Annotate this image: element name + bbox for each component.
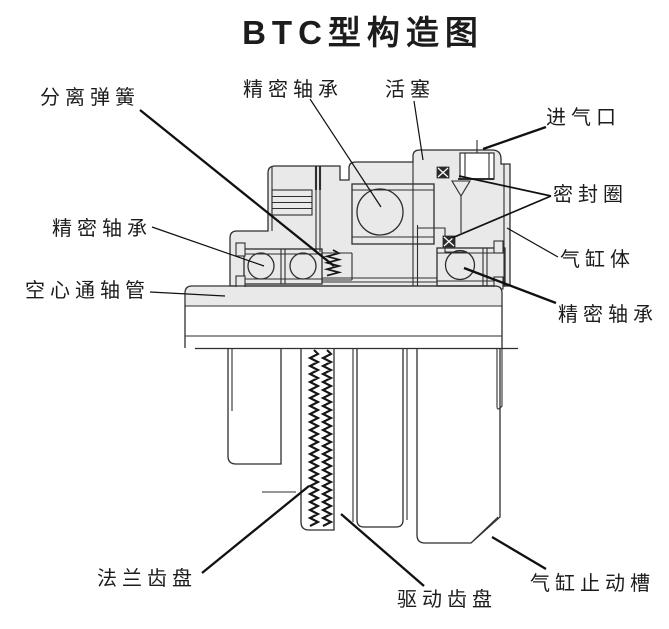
leader-precision-bearing-right <box>463 266 557 305</box>
label-air-inlet: 进气口 <box>546 106 621 129</box>
clutch-body-outline <box>229 149 511 287</box>
shaft-sleeve-lines <box>322 252 437 283</box>
bearing-retainer-tab <box>235 242 246 257</box>
upper-assembly <box>229 140 511 290</box>
rear-sleeve <box>496 349 503 410</box>
label-seal-ring: 密封圈 <box>553 183 628 206</box>
left-bearing-assembly <box>235 242 323 290</box>
slot-wall-lower <box>315 190 321 252</box>
spline-section <box>271 189 313 216</box>
bearing-retainer-tab <box>493 240 504 254</box>
hollow-shaft-flange <box>184 285 503 348</box>
lower-assembly <box>227 349 503 544</box>
leader-air-inlet <box>482 125 547 151</box>
label-precision-bearing-right: 精密轴承 <box>558 303 658 326</box>
label-separation-spring: 分离弹簧 <box>40 86 140 109</box>
left-bearing-ball-1 <box>247 252 275 280</box>
leader-hollow-shaft-tube <box>149 291 226 297</box>
middle-disc <box>356 349 404 528</box>
leader-piston <box>413 100 424 161</box>
label-piston: 活塞 <box>385 78 435 101</box>
label-drive-gear-disc: 驱动齿盘 <box>397 588 497 611</box>
leader-precision-bearing-left <box>151 226 265 267</box>
label-cylinder-stop-groove: 气缸止动槽 <box>530 572 655 595</box>
leader-precision-bearing-top <box>309 98 382 208</box>
flange-hub-disc <box>227 349 282 465</box>
air-inlet-port <box>451 140 495 233</box>
leader-cylinder-stop-groove <box>491 536 547 570</box>
leader-cylinder-body <box>506 227 559 258</box>
label-hollow-shaft-tube: 空心通轴管 <box>25 279 150 302</box>
air-channel <box>451 180 471 233</box>
leader-separation-spring <box>139 109 335 267</box>
drive-gear-teeth <box>320 349 334 527</box>
stop-groove-chamfer <box>473 516 499 541</box>
label-cylinder-body: 气缸体 <box>560 248 635 271</box>
part-labels: 分离弹簧 精密轴承 活塞 进气口 密封圈 气缸体 精密轴承 精密轴承 空心通轴管… <box>25 78 658 611</box>
right-bearing-ball <box>444 249 476 281</box>
seal-ring-lower <box>442 235 456 248</box>
leader-lines <box>139 98 559 587</box>
separation-spring <box>323 249 343 277</box>
cylinder-disc <box>416 349 501 544</box>
drive-gear-teeth <box>307 349 321 527</box>
label-precision-bearing-top: 精密轴承 <box>243 78 343 101</box>
leader-seal-ring-lower <box>451 195 552 239</box>
leader-drive-gear-disc <box>340 513 425 587</box>
central-bearing-assembly <box>351 183 435 245</box>
leader-flange-gear-disc <box>201 485 310 574</box>
leader-seal-ring-upper <box>458 175 552 197</box>
central-bearing-ball <box>356 188 404 236</box>
seal-ring-upper <box>436 166 450 179</box>
slot-wall <box>314 166 322 190</box>
label-flange-gear-disc: 法兰齿盘 <box>97 567 197 590</box>
diagram-title: BTC型构造图 <box>242 14 484 51</box>
label-precision-bearing-left: 精密轴承 <box>52 217 152 240</box>
left-bearing-ball-2 <box>289 252 317 280</box>
gear-plate <box>300 349 335 531</box>
